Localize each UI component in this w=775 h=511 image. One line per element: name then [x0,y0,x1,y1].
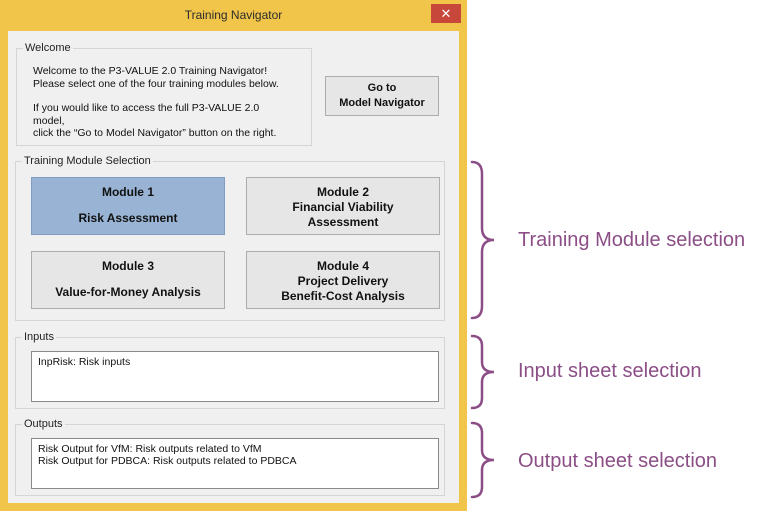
go-to-model-navigator-button[interactable]: Go to Model Navigator [325,76,439,116]
list-item[interactable]: Risk Output for VfM: Risk outputs relate… [38,443,262,455]
list-item[interactable]: Risk Output for PDBCA: Risk outputs rela… [38,455,297,467]
window-title: Training Navigator [184,8,283,22]
training-module-group: Training Module Selection [15,154,445,321]
module-3-title: Module 3 [101,259,154,273]
welcome-message: Welcome to the P3-VALUE 2.0 Training Nav… [33,65,283,152]
outputs-group-label: Outputs [22,417,65,431]
module-2-subtitle-1: Financial Viability [292,200,394,214]
module-3-subtitle: Value-for-Money Analysis [55,285,201,299]
close-icon[interactable]: ✕ [431,4,461,23]
go-button-line-1: Go to [367,82,397,94]
module-bracket [470,160,495,320]
welcome-group-label: Welcome [23,41,73,55]
welcome-group: Welcome Welcome to the P3-VALUE 2.0 Trai… [16,41,312,146]
module-2-title: Module 2 [316,185,369,199]
training-navigator-window: Training Navigator ✕ Welcome Welcome to … [0,0,467,511]
inputs-group-label: Inputs [22,330,56,344]
output-annotation: Output sheet selection [518,450,718,472]
list-item[interactable]: InpRisk: Risk inputs [38,356,131,368]
training-module-group-label: Training Module Selection [22,154,153,168]
inputs-listbox[interactable]: InpRisk: Risk inputs [31,351,439,402]
outputs-group: Outputs [15,417,445,496]
inputs-group: Inputs [15,330,445,409]
module-2-button[interactable]: Module 2 Financial Viability Assessment [246,177,440,235]
module-1-button[interactable]: Module 1 Risk Assessment [31,177,225,235]
welcome-line-2: Please select one of the four training m… [33,77,279,90]
module-1-subtitle: Risk Assessment [78,211,178,225]
module-4-subtitle-2: Benefit-Cost Analysis [281,289,405,303]
welcome-line-1: Welcome to the P3-VALUE 2.0 Training Nav… [33,65,268,77]
go-button-line-2: Model Navigator [339,97,425,109]
welcome-line-4: click the “Go to Model Navigator” button… [33,127,277,139]
module-2-subtitle-2: Assessment [307,215,379,229]
module-4-button[interactable]: Module 4 Project Delivery Benefit-Cost A… [246,251,440,309]
module-1-title: Module 1 [101,185,154,199]
input-annotation: Input sheet selection [518,360,702,382]
output-bracket [470,421,495,499]
input-bracket [470,334,495,410]
module-3-button[interactable]: Module 3 Value-for-Money Analysis [31,251,225,309]
module-4-title: Module 4 [316,259,369,273]
module-annotation: Training Module selection [518,229,746,251]
module-4-subtitle-1: Project Delivery [297,274,389,288]
welcome-line-3: If you would like to access the full P3-… [33,102,260,127]
dialog-client-area: Welcome Welcome to the P3-VALUE 2.0 Trai… [8,31,459,503]
outputs-listbox[interactable]: Risk Output for VfM: Risk outputs relate… [31,438,439,489]
